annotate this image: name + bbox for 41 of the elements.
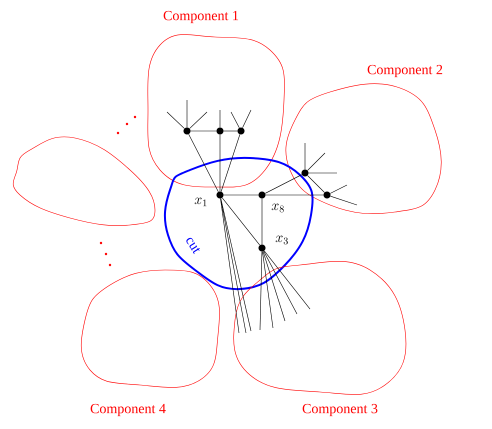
component-label: Component 2	[368, 64, 442, 78]
edge-line	[242, 110, 252, 128]
edge-line	[330, 184, 348, 194]
vertex-dot	[302, 170, 308, 176]
edge-line	[223, 194, 259, 196]
vertex-label: $x_8$	[272, 204, 284, 212]
edge-line	[188, 134, 219, 192]
edge-line	[308, 172, 338, 174]
vertex-label: $x_3$	[276, 236, 288, 244]
edge-line	[223, 130, 238, 132]
vertex-dot	[238, 128, 244, 134]
edge-line	[220, 198, 240, 334]
edge-line	[260, 251, 262, 330]
vertex-label: $x_1$	[194, 198, 206, 206]
edge-line	[166, 112, 185, 129]
component-label: Component 3	[302, 404, 378, 416]
cut-label: cut	[186, 238, 200, 254]
edge-line	[264, 250, 310, 310]
edge-line	[220, 198, 252, 332]
edge-line	[307, 175, 325, 193]
edge-line	[304, 142, 306, 170]
edge-line	[190, 130, 217, 132]
edge-line	[220, 198, 246, 334]
vertex-dot	[216, 128, 224, 134]
component-label: Component 1	[164, 10, 238, 24]
edge-line	[307, 152, 326, 171]
component-label: Component 4	[90, 404, 166, 416]
edge-line	[220, 134, 240, 192]
edge-line	[330, 196, 358, 206]
edge-line	[265, 194, 324, 196]
edge-line	[222, 198, 260, 246]
vertex-dot	[184, 128, 190, 134]
edge-line	[230, 112, 240, 128]
edge-line	[263, 250, 298, 314]
edge-line	[265, 174, 302, 194]
edge-line	[262, 251, 286, 322]
component-blob	[12, 136, 156, 226]
edge-line	[186, 100, 188, 128]
edge-line	[262, 251, 274, 328]
vertex-dot	[324, 192, 330, 198]
edge-line	[189, 112, 208, 129]
